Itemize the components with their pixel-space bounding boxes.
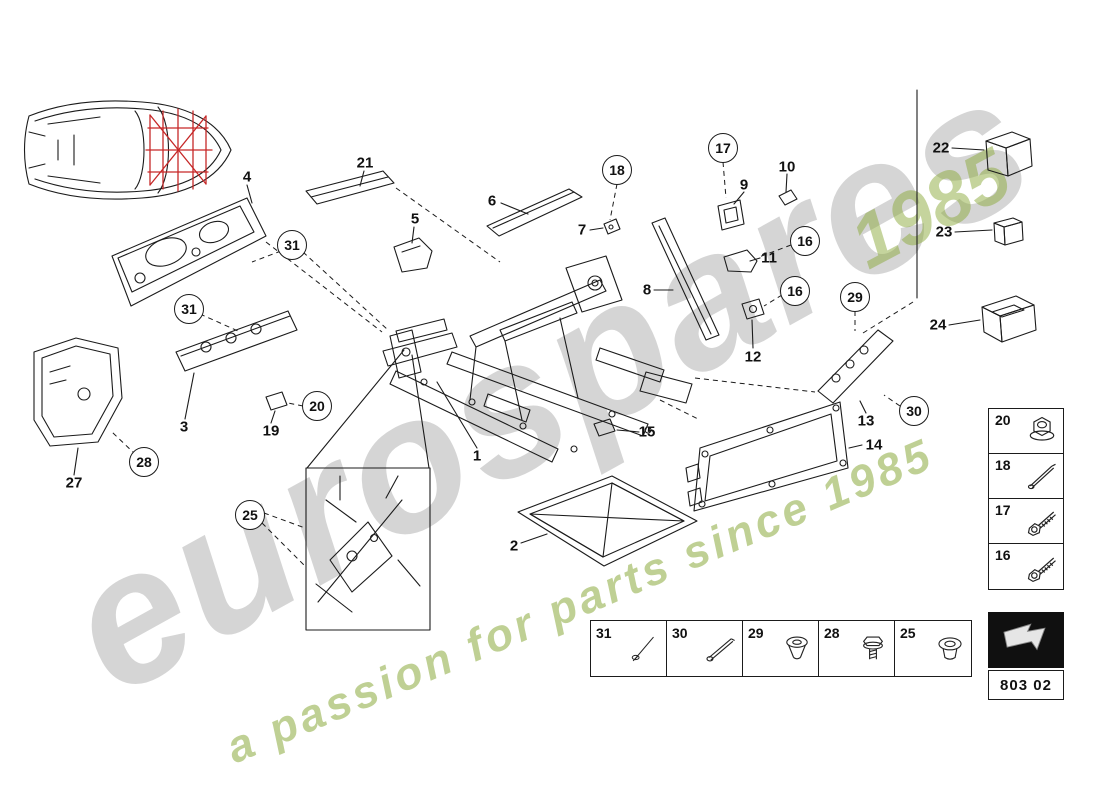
callout-circled-16[interactable]: 16 — [790, 226, 820, 256]
part-7-clip — [589, 218, 621, 235]
callout-13[interactable]: 13 — [857, 412, 875, 430]
callout-27[interactable]: 27 — [65, 474, 83, 492]
fastener-row-18: 18 — [989, 454, 1063, 499]
callout-3[interactable]: 3 — [179, 418, 189, 436]
part-2-floor-tray — [517, 475, 698, 567]
part-4-firewall — [111, 184, 267, 307]
flange-nut-icon — [1024, 413, 1060, 449]
fastener-cell-29: 29 — [743, 621, 819, 676]
push-pin-icon — [704, 632, 738, 666]
direction-arrow-box — [988, 612, 1064, 668]
fastener-row-20: 20 — [989, 409, 1063, 454]
callout-14[interactable]: 14 — [865, 436, 883, 454]
callout-15[interactable]: 15 — [638, 423, 656, 441]
part-11-bracket — [723, 249, 761, 273]
callout-11[interactable]: 11 — [761, 249, 777, 267]
part-12-mount — [741, 298, 765, 349]
callout-19[interactable]: 19 — [262, 422, 280, 440]
callout-8[interactable]: 8 — [642, 281, 652, 299]
fastener-table-bottom: 31 30 29 28 25 — [590, 620, 972, 677]
part-19-bracket — [265, 391, 288, 424]
callout-4[interactable]: 4 — [242, 168, 252, 186]
part-23-block — [954, 217, 1024, 246]
callout-circled-17[interactable]: 17 — [708, 133, 738, 163]
callout-23[interactable]: 23 — [935, 223, 953, 241]
part-22-bracket — [951, 131, 1033, 177]
callout-2[interactable]: 2 — [509, 537, 519, 555]
part-21-rail — [305, 170, 395, 205]
fastener-number: 31 — [596, 625, 612, 641]
fastener-row-16: 16 — [989, 544, 1063, 589]
callout-9[interactable]: 9 — [739, 176, 749, 194]
callout-circled-18[interactable]: 18 — [602, 155, 632, 185]
flange-bolt-icon — [856, 632, 890, 666]
fastener-table-right: 20 18 17 16 — [988, 408, 1064, 590]
part-9-bracket — [717, 191, 745, 231]
callout-circled-31[interactable]: 31 — [174, 294, 204, 324]
inset-detail-box — [305, 349, 431, 631]
callout-1[interactable]: 1 — [472, 447, 482, 465]
callout-circled-20[interactable]: 20 — [302, 391, 332, 421]
callout-10[interactable]: 10 — [778, 158, 796, 176]
fastener-number: 20 — [995, 412, 1011, 428]
callout-circled-16[interactable]: 16 — [780, 276, 810, 306]
part-14-panel — [685, 401, 863, 512]
part-6-blade — [486, 188, 583, 237]
callout-21[interactable]: 21 — [356, 154, 374, 172]
car-frame-highlight — [145, 108, 213, 192]
car-top-view-icon — [24, 100, 232, 200]
part-code-badge: 803 02 — [988, 670, 1064, 700]
blind-rivet-icon — [628, 632, 662, 666]
dashed-leader-lines — [111, 161, 914, 567]
part-10-clip — [778, 173, 798, 206]
callout-6[interactable]: 6 — [487, 192, 497, 210]
part-8-strut — [651, 217, 720, 341]
part-24-bracket — [948, 295, 1037, 343]
fastener-number: 29 — [748, 625, 764, 641]
callout-circled-28[interactable]: 28 — [129, 447, 159, 477]
part-27-wheelhouse — [33, 337, 123, 476]
callout-circled-29[interactable]: 29 — [840, 282, 870, 312]
callout-7[interactable]: 7 — [577, 221, 587, 239]
part-1-main-frame — [382, 255, 693, 463]
fastener-cell-31: 31 — [591, 621, 667, 676]
callout-22[interactable]: 22 — [932, 139, 950, 157]
hex-bolt-icon — [1024, 549, 1060, 585]
fastener-number: 17 — [995, 502, 1011, 518]
fastener-number: 18 — [995, 457, 1011, 473]
plug-grommet-icon — [933, 632, 967, 666]
fastener-cell-30: 30 — [667, 621, 743, 676]
fastener-row-17: 17 — [989, 499, 1063, 544]
fastener-number: 25 — [900, 625, 916, 641]
rivet-pin-icon — [1024, 458, 1060, 494]
hex-bolt-icon — [1024, 503, 1060, 539]
countersunk-screw-icon — [780, 632, 814, 666]
direction-arrow-icon — [1003, 623, 1046, 651]
callout-circled-30[interactable]: 30 — [899, 396, 929, 426]
callout-5[interactable]: 5 — [410, 210, 420, 228]
fastener-number: 30 — [672, 625, 688, 641]
part-3-rail — [175, 310, 298, 420]
callout-24[interactable]: 24 — [929, 316, 947, 334]
part-13-rail — [817, 329, 894, 414]
callout-12[interactable]: 12 — [744, 348, 762, 366]
fastener-cell-25: 25 — [895, 621, 971, 676]
callout-circled-25[interactable]: 25 — [235, 500, 265, 530]
fastener-number: 16 — [995, 547, 1011, 563]
callout-circled-31[interactable]: 31 — [277, 230, 307, 260]
fastener-number: 28 — [824, 625, 840, 641]
part-5-bracket — [393, 226, 433, 273]
fastener-cell-28: 28 — [819, 621, 895, 676]
